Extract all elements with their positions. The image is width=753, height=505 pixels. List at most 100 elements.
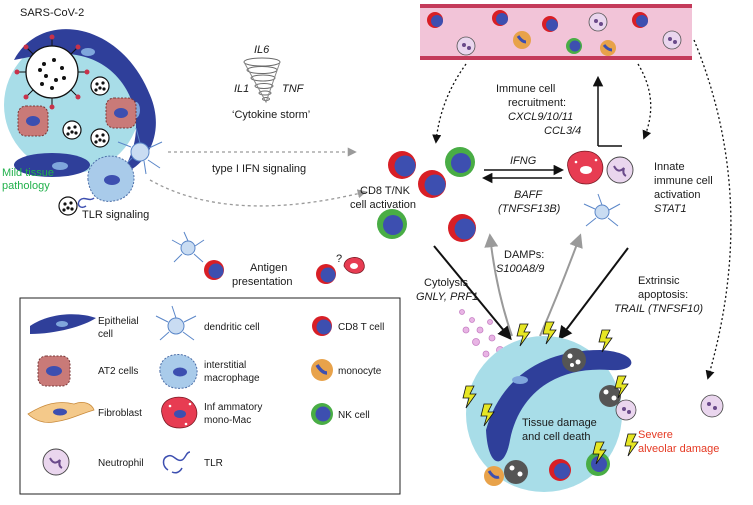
baff-label: BAFF (TNFSF13B) [498, 189, 561, 215]
tlr-signaling-label: TLR signaling [82, 209, 149, 221]
dead-cell [599, 385, 621, 407]
dendritic-cell [117, 127, 163, 175]
dendritic-cell-icon [155, 305, 197, 341]
dead-cell [504, 460, 528, 484]
at2-cell-icon [37, 355, 71, 387]
damps-arrow-right [539, 233, 583, 337]
nk-cell [445, 147, 475, 177]
dead-cell [562, 348, 586, 372]
neutrophil [456, 36, 476, 56]
legend-label-at2: AT2 cells [98, 366, 138, 377]
legend: Epithelial cell dendritic cell CD8 T cel… [19, 297, 401, 495]
monocyte [513, 31, 531, 49]
monocyte [484, 466, 504, 486]
legend-label-nk: NK cell [338, 410, 370, 421]
nk-cell [377, 209, 407, 239]
recruitment-arrow-left [432, 63, 467, 144]
legend-label-fibroblast: Fibroblast [98, 408, 142, 419]
cd8-t-cell [388, 151, 416, 179]
neutrophil [606, 156, 634, 184]
interstitial-macrophage [87, 155, 135, 202]
virion-small [58, 196, 78, 216]
il6-label: IL6 [254, 44, 270, 56]
epithelial-cell-icon [30, 314, 96, 334]
ifng-label: IFNG [510, 155, 537, 167]
recruitment-label: Immune cell recruitment: CXCL9/10/11 CCL… [496, 83, 581, 137]
neutrophil-icon [42, 448, 70, 476]
cytokine-storm-label: ‘Cytokine storm’ [232, 109, 310, 121]
virus-label: SARS-CoV-2 [20, 7, 84, 19]
cytolysis-label: Cytolysis GNLY, PRF1 [416, 277, 478, 303]
legend-label-cd8: CD8 T cell [338, 322, 384, 333]
nk-cell [566, 38, 582, 54]
legend-label-epithelial: Epithelial cell [98, 316, 141, 340]
cd8-t-cell [549, 459, 571, 481]
epithelial-cell-shape [14, 153, 90, 177]
apoptosis-arrow [558, 247, 629, 341]
innate-activation-label: Innate immune cell activation STAT1 [654, 161, 716, 215]
dendritic-cell [583, 193, 621, 227]
damps-label: DAMPs: S100A8/9 [496, 249, 547, 275]
neutrophil [615, 399, 637, 421]
cd8-t-cell [204, 260, 224, 280]
at2-cell [105, 97, 137, 129]
nk-cell [586, 452, 610, 476]
inflammatory-mono-mac-icon [161, 396, 198, 429]
cd8-t-cell [448, 214, 476, 242]
legend-label-monocyte: monocyte [338, 366, 382, 377]
cd8-nk-cluster [377, 147, 476, 242]
legend-label-dendritic: dendritic cell [204, 322, 260, 333]
cd8-t-cell-icon [312, 316, 332, 336]
antigen-presentation-label: Antigen presentation [232, 262, 293, 288]
legend-label-inflammatory: Inf ammatory mono-Mac [204, 402, 265, 426]
monocyte [600, 40, 616, 56]
mild-pathology-label: Mild tissue pathology [2, 167, 57, 192]
antigen-presenting-dendritic-cell [171, 231, 205, 263]
cd8-t-cell [427, 12, 443, 28]
legend-box [19, 297, 401, 495]
neutrophil [700, 394, 724, 418]
legend-label-tlr: TLR [204, 458, 223, 469]
cytolysis-arrow [433, 245, 512, 341]
tissue-damage-label: Tissue damage and cell death [522, 417, 600, 443]
legend-label-neutrophil: Neutrophil [98, 458, 144, 469]
lightning-icon [462, 321, 639, 465]
tlr-receptor [77, 197, 95, 209]
cd8-t-cell [632, 12, 648, 28]
cd8-activation-label: CD8 T/NK cell activation [350, 185, 416, 211]
il1-label: IL1 [234, 83, 249, 95]
neutrophil [588, 12, 608, 32]
infected-alveolus [4, 29, 163, 216]
neutrophil [662, 30, 682, 50]
blood-vessel [420, 4, 692, 60]
cd8-t-cell [492, 10, 508, 26]
sars-cov-2-virion [14, 34, 90, 110]
cd8-t-cell [418, 170, 446, 198]
fibroblast-icon [27, 402, 95, 423]
severe-damage-arrow [693, 39, 732, 380]
cd8-t-cell [316, 264, 336, 284]
inflammatory-mono-mac-small [343, 257, 365, 274]
at2-cell [17, 105, 49, 137]
legend-label-macrophage: interstitial macrophage [204, 360, 260, 384]
severe-damage-label: Severe alveolar damage [638, 429, 719, 455]
cytokine-storm-tornado-icon [243, 57, 281, 104]
extrinsic-apoptosis-label: Extrinsic apoptosis: TRAIL (TNFSF10) [614, 275, 703, 315]
tlr-icon [162, 451, 191, 474]
damaged-alveolus [462, 321, 639, 492]
cd8-t-cell [542, 16, 558, 32]
damps-arrow-left [484, 233, 513, 337]
monocyte-icon [311, 359, 333, 381]
interstitial-macrophage-icon [159, 354, 198, 389]
nk-cell-icon [311, 403, 333, 425]
ifn-signaling-label: type I IFN signaling [212, 163, 306, 175]
tnf-label: TNF [282, 83, 305, 95]
question-mark: ? [336, 253, 342, 265]
epithelial-cell-shape [14, 29, 156, 175]
inflammatory-mono-mac [567, 150, 604, 185]
tlr-arrow [149, 179, 367, 207]
recruitment-arrow-right [637, 63, 652, 140]
cytotoxic-granules [459, 309, 504, 358]
